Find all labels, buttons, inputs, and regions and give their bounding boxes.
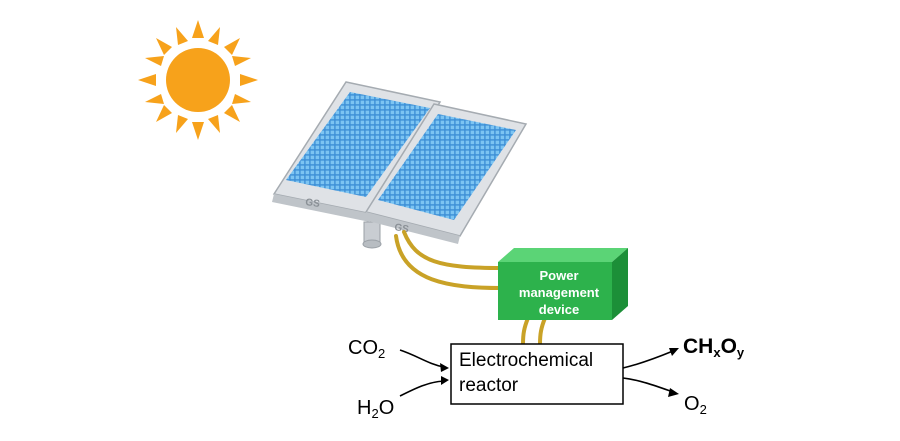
reactor-box [450, 343, 624, 405]
reactor-line1: Electrochemical [459, 350, 594, 371]
reactor-line2: reactor [459, 375, 519, 396]
reactor-label: Electrochemical reactor [451, 348, 631, 398]
panel-brand-right: GS [393, 222, 409, 235]
sun-icon [138, 20, 258, 140]
arrow-o2-out [622, 377, 674, 393]
power-management-device [498, 248, 628, 320]
arrow-co2-in [399, 349, 445, 368]
power-device-line3: device [538, 302, 580, 317]
power-device-label: Power management device [506, 267, 612, 318]
arrowheads [440, 348, 679, 397]
solar-panel-left: GS [272, 81, 442, 222]
input-co2-label: CO2 [348, 337, 386, 361]
output-product-label: CHxOy [683, 335, 745, 360]
power-device-line2: management [518, 285, 600, 300]
flow-arrows [399, 349, 674, 397]
arrow-h2o-in [399, 380, 445, 397]
arrow-product-out [622, 350, 674, 369]
power-cables [394, 230, 547, 346]
power-device-line1: Power [539, 268, 579, 283]
input-h2o-label: H2O [357, 397, 395, 421]
solar-panel-right: GS [364, 103, 528, 244]
output-o2-label: O2 [684, 393, 707, 417]
panel-brand-left: GS [305, 197, 321, 210]
